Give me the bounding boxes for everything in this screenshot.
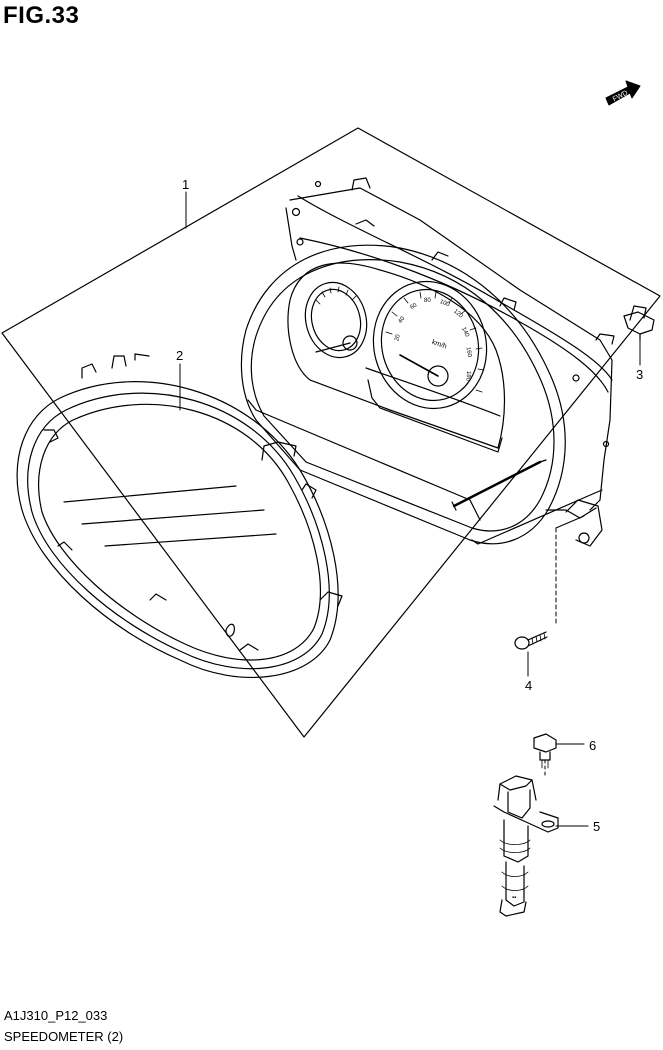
svg-text:140: 140 <box>460 326 470 338</box>
callout-2: 2 <box>176 348 183 363</box>
svg-text:60: 60 <box>409 302 418 311</box>
callout-1: 1 <box>182 177 189 192</box>
speedometer-labels: 20 40 60 80 100 120 140 160 180 km/h <box>394 298 472 382</box>
fwd-label: FWD <box>612 90 629 104</box>
assembly-outline <box>1 127 661 738</box>
svg-text:▪▪: ▪▪ <box>512 895 516 901</box>
figure-title: FIG.33 <box>3 2 80 29</box>
callout-6: 6 <box>589 738 596 753</box>
speed-unit-label: km/h <box>431 339 448 351</box>
svg-text:40: 40 <box>398 315 407 324</box>
svg-text:80: 80 <box>424 298 431 304</box>
svg-text:160: 160 <box>465 347 473 359</box>
leader-lines <box>179 191 641 827</box>
callout-4: 4 <box>525 678 532 693</box>
svg-text:20: 20 <box>394 333 402 342</box>
meter-lens <box>16 353 343 678</box>
svg-text:180: 180 <box>464 371 471 382</box>
screw-part <box>514 631 548 650</box>
speed-sensor-part: ▪▪ <box>493 775 559 917</box>
drawing-name: SPEEDOMETER (2) <box>4 1029 124 1044</box>
svg-text:120: 120 <box>452 309 464 320</box>
tachometer-dial <box>304 281 368 359</box>
speedometer-dial <box>372 280 488 410</box>
drawing-code: A1J310_P12_033 <box>4 1008 108 1023</box>
combination-meter: 20 40 60 80 100 120 140 160 180 km/h <box>240 177 615 547</box>
speedometer-ticks <box>385 291 485 393</box>
callout-5: 5 <box>593 819 600 834</box>
callout-labels: 1 2 3 4 5 6 <box>176 177 643 834</box>
fwd-arrow-icon: FWD <box>605 80 641 106</box>
tachometer-ticks <box>315 286 357 305</box>
callout-3: 3 <box>636 367 643 382</box>
svg-text:100: 100 <box>439 299 451 308</box>
